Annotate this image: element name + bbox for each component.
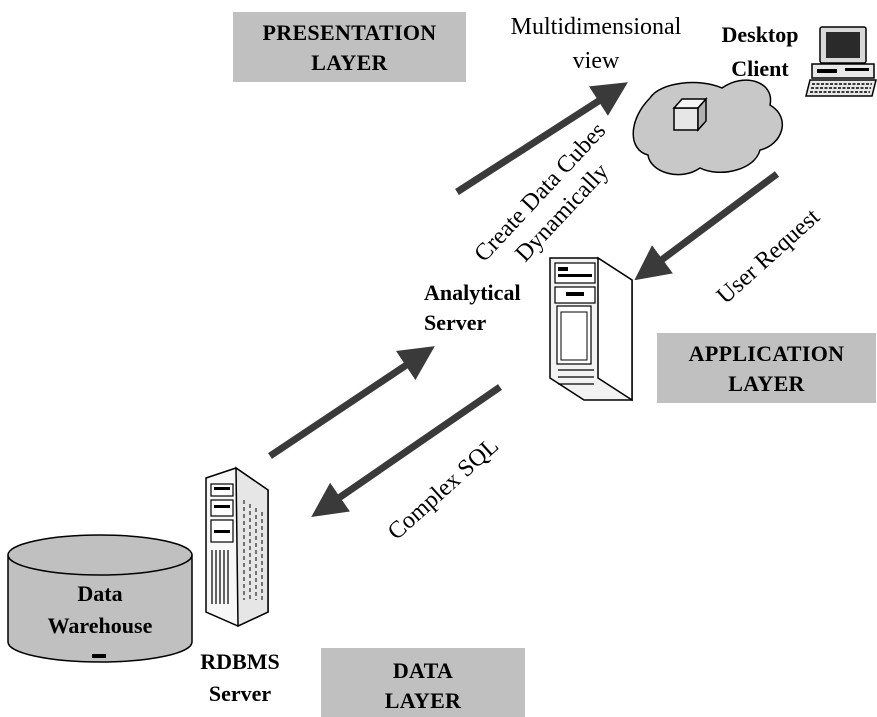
desktop-client-line1: Desktop <box>721 22 799 47</box>
application-layer-line1: APPLICATION <box>688 341 845 366</box>
presentation-layer-line2: LAYER <box>311 50 388 75</box>
rdbms-server-line1: RDBMS <box>200 649 280 674</box>
data-warehouse-line1: Data <box>77 581 123 606</box>
application-layer-line2: LAYER <box>728 371 805 396</box>
rdbms-server-label: RDBMS Server <box>180 646 300 710</box>
multidimensional-view-line1: Multidimensional <box>510 14 682 40</box>
data-layer-line2: LAYER <box>384 688 462 713</box>
presentation-layer-line1: PRESENTATION <box>262 20 437 45</box>
desktop-client-label: Desktop Client <box>704 18 816 86</box>
analytical-server-line1: Analytical <box>424 280 521 305</box>
arrow-complex-sql <box>311 384 502 517</box>
rdbms-server-line2: Server <box>208 681 272 706</box>
analytical-server-label: Analytical Server <box>424 278 554 338</box>
multidimensional-view-label: Multidimensional view <box>488 10 704 78</box>
database-cylinder-icon <box>7 534 193 663</box>
arrow-cubes-to-view <box>455 82 628 195</box>
desktop-client-line2: Client <box>731 56 789 81</box>
data-layer-line1: DATA <box>392 658 454 683</box>
data-warehouse-line2: Warehouse <box>47 613 153 638</box>
arrow-user-request <box>634 171 780 281</box>
server-tower-icon <box>205 466 269 628</box>
application-layer-box: APPLICATION LAYER <box>657 333 876 403</box>
presentation-layer-box: PRESENTATION LAYER <box>233 12 466 82</box>
data-cube-cloud-icon <box>632 79 783 176</box>
desktop-computer-icon <box>805 26 877 97</box>
multidimensional-view-line2: view <box>572 48 620 74</box>
data-warehouse-label: Data Warehouse <box>8 578 192 642</box>
server-tower-icon <box>549 256 633 402</box>
analytical-server-line2: Server <box>424 310 487 335</box>
arrow-rdbms-to-analytical <box>268 346 435 459</box>
data-layer-box: DATA LAYER <box>321 648 525 717</box>
